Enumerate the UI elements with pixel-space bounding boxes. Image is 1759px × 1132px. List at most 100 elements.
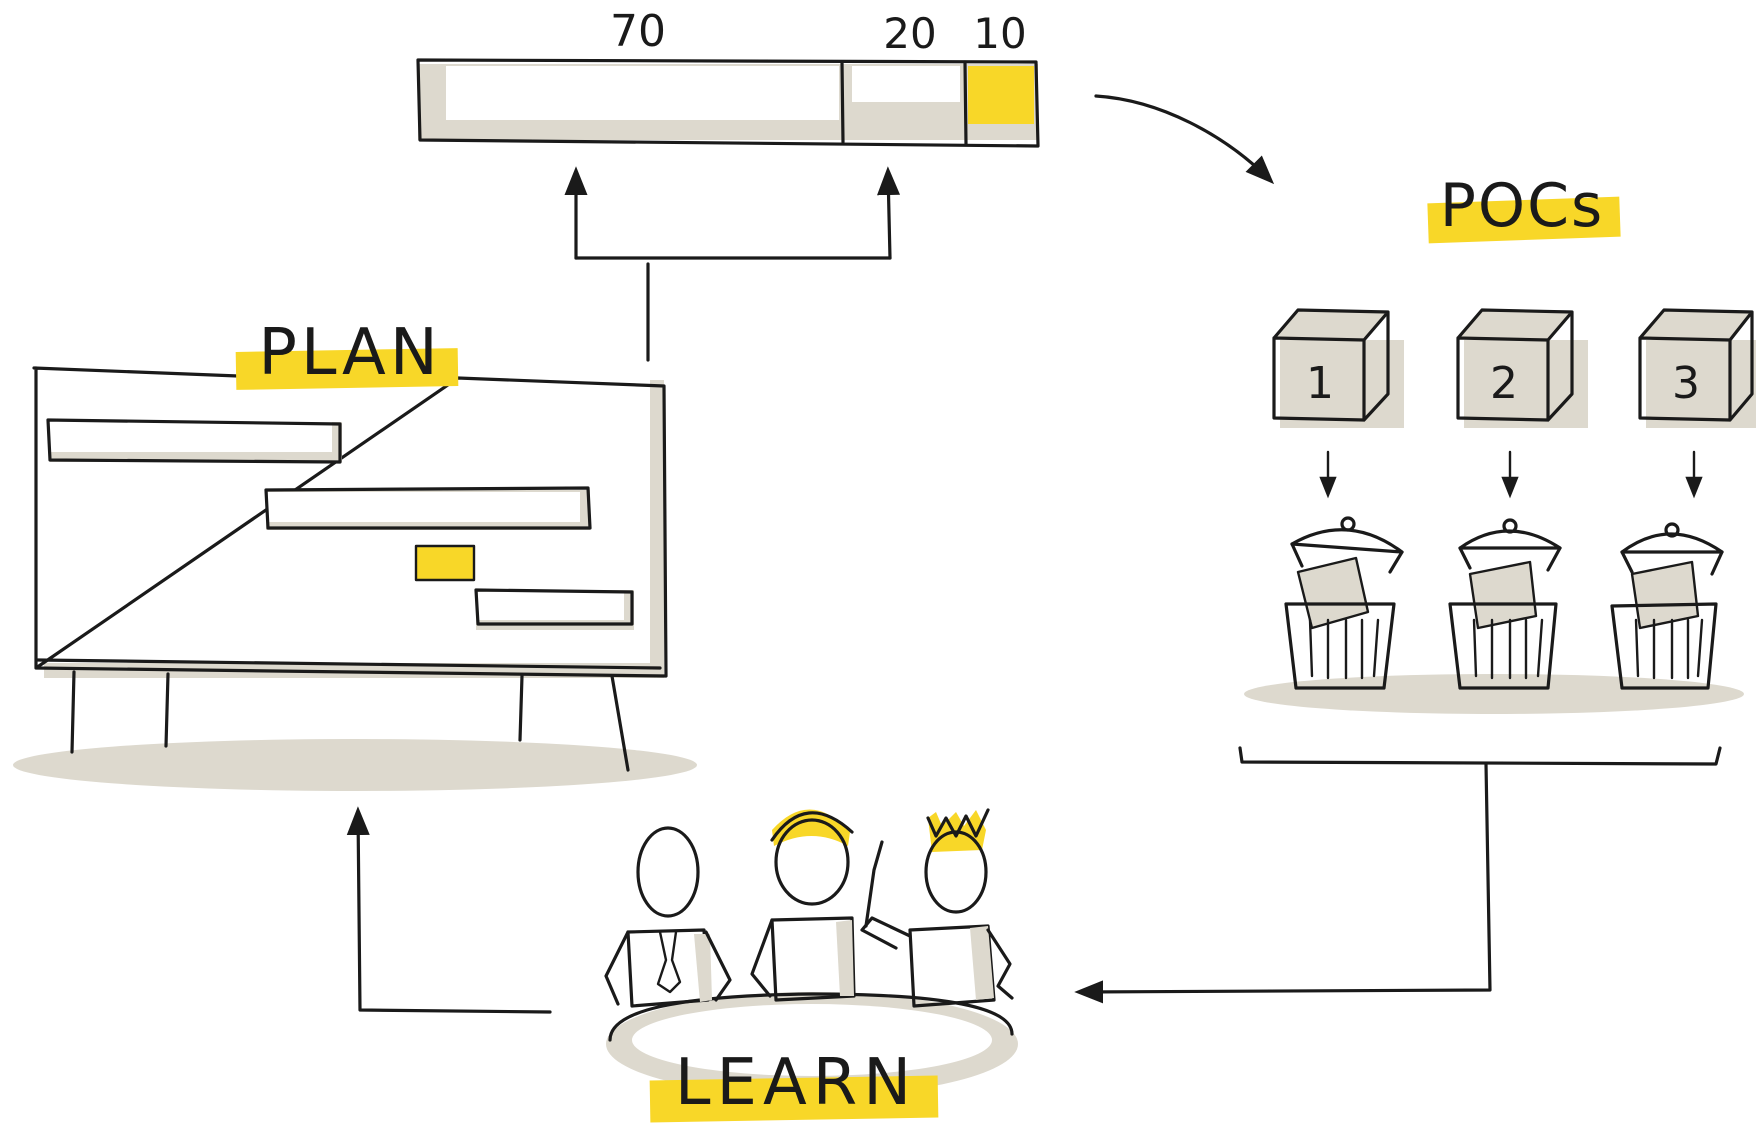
- plan-board-frame: [32, 366, 668, 678]
- arrow-learn-to-plan: [346, 806, 552, 1014]
- trash-bin-2-discarded-box-outline: [1468, 560, 1538, 630]
- trash-bin-3-discarded-box: [1632, 562, 1698, 628]
- poc-box-1-top: [1274, 310, 1388, 340]
- poc-box-3-label: 3: [1672, 358, 1700, 409]
- plan-board-frame-bottom: [36, 658, 662, 670]
- person-center: [750, 809, 884, 1002]
- trash-bin-1-ribs: [1308, 618, 1380, 680]
- plan-board-floor-shadow: [13, 739, 697, 791]
- person-left-head: [636, 826, 700, 918]
- split-bar-label-10: 10: [973, 9, 1026, 58]
- learn-table-top: [632, 1004, 992, 1076]
- trash-bin-3-lid-edge: [1620, 550, 1724, 576]
- poc-box-3-top: [1640, 310, 1752, 340]
- person-center-arm-left: [750, 918, 774, 998]
- split-bar-label-20: 20: [883, 9, 936, 58]
- split-bar-inner-70: [446, 66, 839, 120]
- person-right-arm-right: [986, 928, 1014, 1000]
- trash-bin-2-lid-edge: [1458, 546, 1562, 572]
- poc-box-1-outline: [1272, 308, 1390, 422]
- poc-box-3-shadow: [1646, 340, 1756, 428]
- plan-board-leg-3: [518, 674, 524, 742]
- trash-bin-1-body: [1284, 602, 1396, 690]
- poc-box-2-top: [1458, 310, 1572, 340]
- pocs-label: POCs: [1440, 171, 1605, 241]
- poc-box-2-shadow: [1464, 340, 1588, 428]
- person-right-head: [924, 830, 988, 914]
- trash-bin-1-lid: [1290, 528, 1404, 554]
- split-bar-divider-1: [840, 60, 845, 144]
- person-right: [860, 808, 1014, 1008]
- person-right-arm-pointing: [860, 916, 912, 950]
- trash-bin-3: [1610, 522, 1724, 690]
- person-center-hair-outline: [770, 811, 854, 842]
- poc-box-1-shadow: [1280, 340, 1404, 428]
- poc-box-1-label: 1: [1306, 358, 1334, 409]
- trash-bin-2-body: [1448, 602, 1558, 690]
- trash-bin-3-body: [1610, 602, 1718, 690]
- poc-box-2: 2: [1456, 308, 1588, 428]
- split-bar-label-70: 70: [610, 6, 666, 57]
- trash-bin-2-lid-knob: [1502, 518, 1518, 534]
- plan-label: PLAN: [258, 316, 441, 390]
- poc-box-1: 1: [1272, 308, 1404, 428]
- learn-label: LEARN: [675, 1046, 917, 1120]
- person-left-arms: [604, 930, 732, 1006]
- split-bar-inner-20: [852, 66, 960, 102]
- person-center-head: [774, 818, 850, 906]
- learn-team: LEARN: [604, 808, 1018, 1123]
- person-right-torso-shade: [970, 926, 994, 1000]
- split-bar: 70 20 10: [416, 6, 1040, 148]
- gantt-bar-4: [474, 588, 634, 626]
- pocs-section: POCs 1 2 3: [1074, 171, 1756, 1004]
- pocs-bracket: [1238, 746, 1722, 766]
- person-left-tie: [656, 930, 682, 994]
- learn-table-edge: [608, 992, 1014, 1042]
- trash-bin-1-discarded-box-outline: [1296, 556, 1370, 630]
- person-right-torso: [908, 924, 996, 1008]
- person-center-torso-shade: [836, 920, 854, 996]
- trash-bin-2-discarded-box: [1470, 562, 1536, 628]
- person-right-hair-outline: [926, 808, 990, 838]
- poc-box-3: 3: [1638, 308, 1756, 428]
- plan-board-leg-1: [70, 670, 76, 754]
- gantt-bar-1-fill: [50, 422, 332, 452]
- plan-board: PLAN: [13, 316, 697, 791]
- bins-shelf-shadow: [1244, 674, 1744, 714]
- trash-bin-3-ribs: [1634, 618, 1704, 680]
- split-bar-segment-10-fill: [968, 66, 1034, 124]
- split-bar-divider-2: [963, 60, 968, 146]
- poc-box-2-outline: [1456, 308, 1574, 422]
- trash-bin-2: [1448, 518, 1562, 690]
- arrow-pocs-to-learn: [1074, 762, 1492, 1004]
- trash-bin-3-discarded-box-outline: [1630, 560, 1700, 630]
- person-center-arm-raised: [864, 840, 884, 928]
- arrow-bar-to-pocs: [1094, 94, 1275, 185]
- split-bar-outline: [416, 58, 1040, 148]
- trash-bin-3-lid-knob: [1664, 522, 1680, 538]
- gantt-bar-1: [46, 418, 342, 464]
- person-left: [604, 826, 732, 1008]
- plan-board-leg-4: [610, 674, 630, 772]
- plan-label-highlight: [235, 348, 459, 390]
- trash-bin-1-lid-knob: [1340, 516, 1356, 532]
- gantt-bar-4-fill: [478, 592, 624, 620]
- gantt-bar-3: [414, 544, 476, 582]
- person-left-torso-shade: [694, 934, 712, 1002]
- trash-bin-1-lid-edge: [1290, 542, 1404, 574]
- learn-label-highlight: [649, 1075, 939, 1123]
- trash-bin-1: [1284, 516, 1404, 690]
- poc-box-3-outline: [1638, 308, 1754, 422]
- pocs-label-highlight: [1427, 196, 1621, 244]
- gantt-bar-2-fill: [268, 492, 580, 522]
- plan-board-leg-2: [164, 672, 170, 748]
- trash-bin-1-discarded-box: [1298, 558, 1368, 628]
- poc-box-2-label: 2: [1490, 358, 1518, 409]
- arrow-to-20: [877, 166, 901, 260]
- gantt-bar-2: [264, 486, 592, 530]
- gantt-bar-3-highlight: [416, 546, 474, 580]
- plan-to-bar-arrows: [564, 166, 901, 362]
- trash-bin-2-ribs: [1472, 618, 1544, 680]
